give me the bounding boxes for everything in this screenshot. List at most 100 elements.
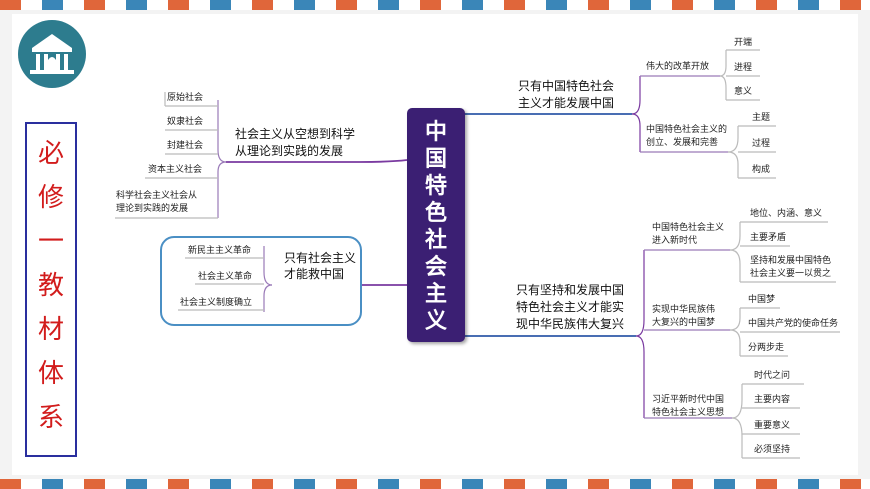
right-top-sub1-leaf: 开端	[734, 38, 753, 48]
right-bottom-sub3-leaf: 主要内容	[754, 395, 791, 405]
side-title-char: 教	[37, 271, 64, 301]
stripe-segment	[651, 479, 672, 489]
stripe-segment	[420, 479, 441, 489]
right-bottom-sub2-leaf: 中国梦	[748, 295, 776, 305]
right-bottom-sub3-leaf: 重要意义	[754, 421, 791, 431]
logo	[18, 20, 86, 88]
stripe-segment	[777, 0, 798, 10]
stripe-segment	[861, 479, 870, 489]
left-top-leaf: 资本主义社会	[148, 165, 203, 175]
stripe-segment	[210, 479, 231, 489]
stripe-segment	[0, 479, 21, 489]
stripe-segment	[168, 0, 189, 10]
stripe-segment	[399, 0, 420, 10]
stripe-segment	[819, 479, 840, 489]
center-node: 中 国 特 色 社 会 主 义	[407, 108, 465, 342]
stripe-segment	[672, 0, 693, 10]
stripe-segment	[693, 479, 714, 489]
stripe-segment	[525, 0, 546, 10]
stripe-segment	[105, 0, 126, 10]
right-bottom-sub1-leaf: 社会主义要一以贯之	[750, 269, 832, 279]
right-bottom-sub2-label-line2: 大复兴的中国梦	[652, 318, 716, 328]
stripe-segment	[504, 479, 525, 489]
stripe-segment	[0, 0, 21, 10]
side-title-char: 修	[37, 183, 64, 213]
stripe-segment	[63, 0, 84, 10]
stripe-segment	[63, 479, 84, 489]
stripe-segment	[126, 479, 147, 489]
right-bottom-sub2-leaf: 中国共产党的使命任务	[748, 319, 839, 329]
stripe-segment	[315, 479, 336, 489]
stripe-segment	[273, 0, 294, 10]
stripe-segment	[441, 479, 462, 489]
stripe-segment	[399, 479, 420, 489]
right-top-sub2-leaf: 过程	[752, 139, 771, 149]
stripe-segment	[819, 0, 840, 10]
stripe-segment	[357, 0, 378, 10]
stripe-segment	[42, 479, 63, 489]
stripe-segment	[21, 0, 42, 10]
side-title-box: 必 修 一 教 材 体 系	[25, 122, 77, 457]
left-top-main-line1: 社会主义从空想到科学	[235, 127, 356, 141]
side-title-char: 材	[37, 315, 64, 345]
stripe-segment	[126, 0, 147, 10]
stripe-segment	[672, 479, 693, 489]
stripe-segment	[147, 0, 168, 10]
right-top-sub2-label-line1: 中国特色社会主义的	[646, 125, 728, 135]
stripe-segment	[756, 479, 777, 489]
right-bottom-sub3-label-line2: 特色社会主义思想	[652, 408, 725, 418]
right-top-sub2-leaf: 主题	[752, 113, 771, 123]
center-title-char: 中	[424, 120, 447, 145]
side-title-char: 体	[37, 359, 64, 389]
left-bottom-main-line1: 只有社会主义	[284, 251, 357, 265]
stripe-segment	[336, 0, 357, 10]
stripe-segment	[294, 0, 315, 10]
left-bottom-highlight-box	[160, 236, 362, 326]
right-top-sub1-leaf: 意义	[734, 87, 753, 97]
stripe-segment	[714, 479, 735, 489]
right-bottom-sub2-leaf: 分两步走	[748, 343, 785, 353]
stripe-segment	[378, 479, 399, 489]
stripe-segment	[567, 479, 588, 489]
stripe-segment	[630, 0, 651, 10]
stripe-segment	[777, 479, 798, 489]
left-top-leaf: 原始社会	[167, 93, 204, 103]
right-top-sub2-leaf: 构成	[752, 165, 771, 175]
stripe-segment	[588, 479, 609, 489]
right-bottom-main-line2: 特色社会主义才能实	[516, 300, 625, 314]
right-top-main-line2: 主义才能发展中国	[518, 96, 615, 110]
stripe-segment	[84, 479, 105, 489]
stripe-segment	[252, 479, 273, 489]
stripe-segment	[546, 0, 567, 10]
left-bottom-leaf: 新民主主义革命	[188, 246, 252, 256]
center-title-char: 会	[424, 255, 447, 280]
stripe-segment	[630, 479, 651, 489]
stripe-segment	[651, 0, 672, 10]
stripe-segment	[483, 0, 504, 10]
top-stripe-border	[0, 0, 870, 10]
right-bottom-sub1-leaf: 坚持和发展中国特色	[750, 256, 832, 266]
stripe-segment	[189, 0, 210, 10]
left-bottom-leaf: 社会主义革命	[198, 272, 253, 282]
left-top-leaf: 封建社会	[167, 141, 204, 151]
stripe-segment	[231, 479, 252, 489]
left-bottom-leaf: 社会主义制度确立	[180, 298, 253, 308]
center-title-char: 国	[424, 147, 447, 172]
left-bottom-main-line2: 才能救中国	[284, 267, 345, 281]
right-top-main-line1: 只有中国特色社会	[518, 79, 615, 93]
stripe-segment	[609, 0, 630, 10]
right-top-sub2-label-line2: 创立、发展和完善	[646, 138, 719, 148]
stripe-segment	[714, 0, 735, 10]
stripe-segment	[315, 0, 336, 10]
right-bottom-sub3-leaf: 必须坚持	[754, 445, 791, 455]
stripe-segment	[189, 479, 210, 489]
stripe-segment	[273, 479, 294, 489]
stripe-segment	[735, 479, 756, 489]
left-top-leaf: 科学社会主义社会从	[116, 191, 198, 201]
stripe-segment	[609, 479, 630, 489]
stripe-segment	[42, 0, 63, 10]
left-top-main-line2: 从理论到实践的发展	[235, 144, 344, 158]
right-top-sub1-label: 伟大的改革开放	[646, 62, 710, 72]
stripe-segment	[735, 0, 756, 10]
stripe-segment	[147, 479, 168, 489]
